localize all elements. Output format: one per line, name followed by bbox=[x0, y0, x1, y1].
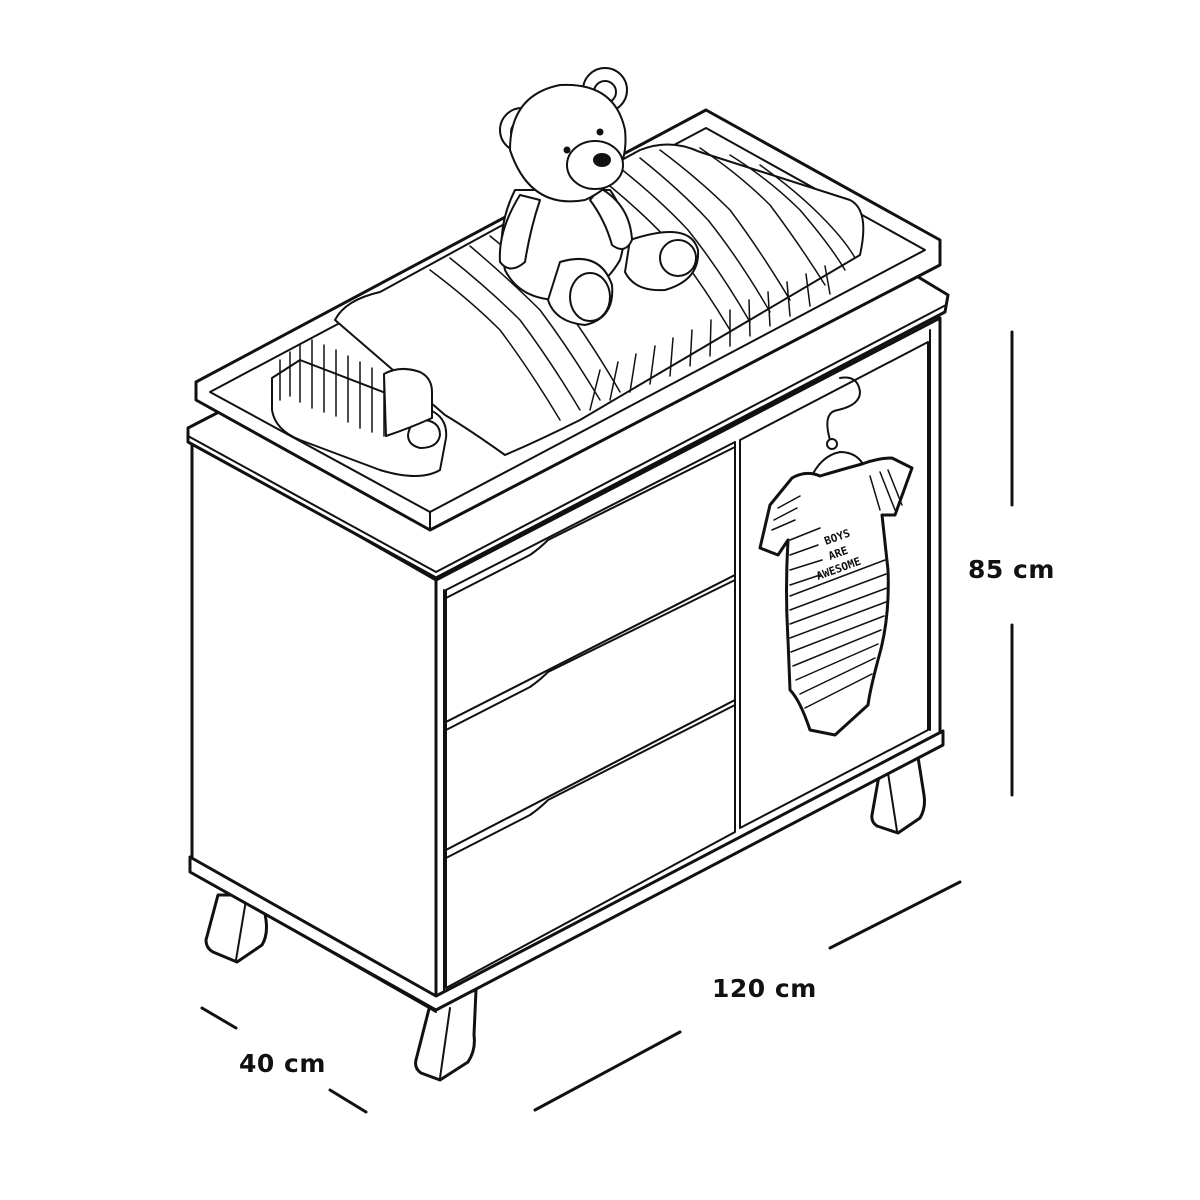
drawer-3[interactable] bbox=[445, 699, 736, 989]
width-dim-line-right bbox=[828, 880, 962, 950]
diaper-caddy bbox=[271, 339, 448, 477]
depth-dim-line-top bbox=[200, 1006, 238, 1030]
depth-dim-line-bottom bbox=[328, 1088, 368, 1114]
base-trim bbox=[188, 729, 945, 1012]
width-dim-line-left bbox=[533, 1030, 682, 1112]
leg-back-left bbox=[204, 893, 268, 964]
onesie-text-line2: ARE bbox=[827, 544, 850, 563]
height-dimension-label: 85 cm bbox=[968, 555, 1055, 584]
depth-dimension-label: 40 cm bbox=[239, 1049, 326, 1078]
width-dimension-label: 120 cm bbox=[712, 974, 817, 1003]
hanging-onesie: BOYS ARE AWESOME bbox=[758, 376, 914, 737]
teddy-bear bbox=[498, 67, 700, 326]
dimension-lines bbox=[200, 330, 1014, 1114]
legs bbox=[204, 755, 926, 1082]
